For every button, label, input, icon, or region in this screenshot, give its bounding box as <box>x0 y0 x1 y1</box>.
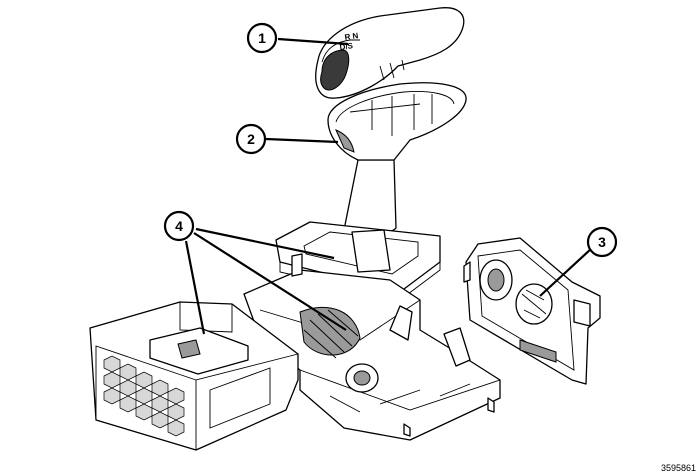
callout-2-label: 2 <box>247 131 255 147</box>
leader-4a <box>195 227 335 260</box>
shift-gate-frame <box>275 221 441 301</box>
callout-4-label: 4 <box>175 218 183 234</box>
callout-3: 3 <box>586 226 618 258</box>
leader-4b <box>193 232 347 331</box>
leader-4c <box>184 240 206 335</box>
knob-legend-upper: R N <box>344 31 359 42</box>
leader-1 <box>277 37 349 46</box>
side-cover <box>463 237 601 385</box>
shifter-base-housing <box>243 253 501 441</box>
left-housing-cover <box>89 301 299 451</box>
leader-lines <box>184 37 593 335</box>
knob-legend-lower: D/S <box>339 41 354 52</box>
figure-id-label: 3595861 <box>660 463 696 473</box>
hex-rib-pattern <box>103 355 185 437</box>
callout-4: 4 <box>163 210 195 242</box>
callout-3-label: 3 <box>598 234 606 250</box>
callout-1-label: 1 <box>258 30 266 46</box>
shift-handle <box>327 82 467 235</box>
leader-2 <box>265 137 339 144</box>
leader-3 <box>539 247 593 297</box>
callout-1: 1 <box>246 22 278 54</box>
callout-2: 2 <box>235 123 267 155</box>
shift-knob: R N D/S <box>315 7 465 99</box>
